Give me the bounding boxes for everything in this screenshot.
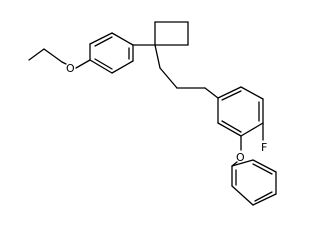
bond-lines [28, 21, 277, 206]
chain-bond [154, 44, 161, 69]
ring4-bond [231, 159, 254, 167]
ring3-bond [217, 122, 242, 137]
phenoxy-oxygen-label: O [236, 151, 245, 164]
chain-bond [204, 87, 219, 99]
propyl-chain [154, 44, 219, 99]
ring3-bond [240, 86, 264, 100]
ether-oxygen-label: O [66, 62, 75, 75]
molecule-drawing: O F O [28, 21, 277, 206]
ring4-bond [252, 159, 277, 173]
ring4-double-bond [252, 163, 273, 175]
chain-bond [159, 67, 178, 89]
ring4-bond [252, 193, 277, 206]
phenyl-ring [231, 159, 277, 206]
cyclobutane-ring [154, 21, 189, 46]
bond-ethyl-ch2 [43, 48, 63, 63]
ethoxyphenyl-ring [89, 32, 134, 74]
ring1-bond [111, 60, 134, 74]
ring1-bond [89, 32, 113, 45]
ring3-bond [240, 122, 264, 137]
bond-o-aryl [75, 59, 91, 69]
fluorophenyl-ring [217, 86, 264, 137]
ring4-double-bond [254, 191, 273, 202]
ring1-bond [111, 32, 134, 46]
ring3-bond [217, 86, 242, 99]
bond-ethyl-terminal [28, 48, 45, 61]
bond-ethyl-o [61, 61, 67, 65]
ring3-double-bond [221, 120, 242, 133]
ring4-bond [231, 185, 254, 206]
atom-labels: O F O [66, 62, 267, 164]
ring1-bond [89, 59, 113, 74]
ring1-double-bond [94, 58, 113, 70]
fluorine-label: F [261, 141, 267, 154]
ring1-double-bond [94, 36, 113, 47]
ring3-double-bond [221, 90, 242, 101]
